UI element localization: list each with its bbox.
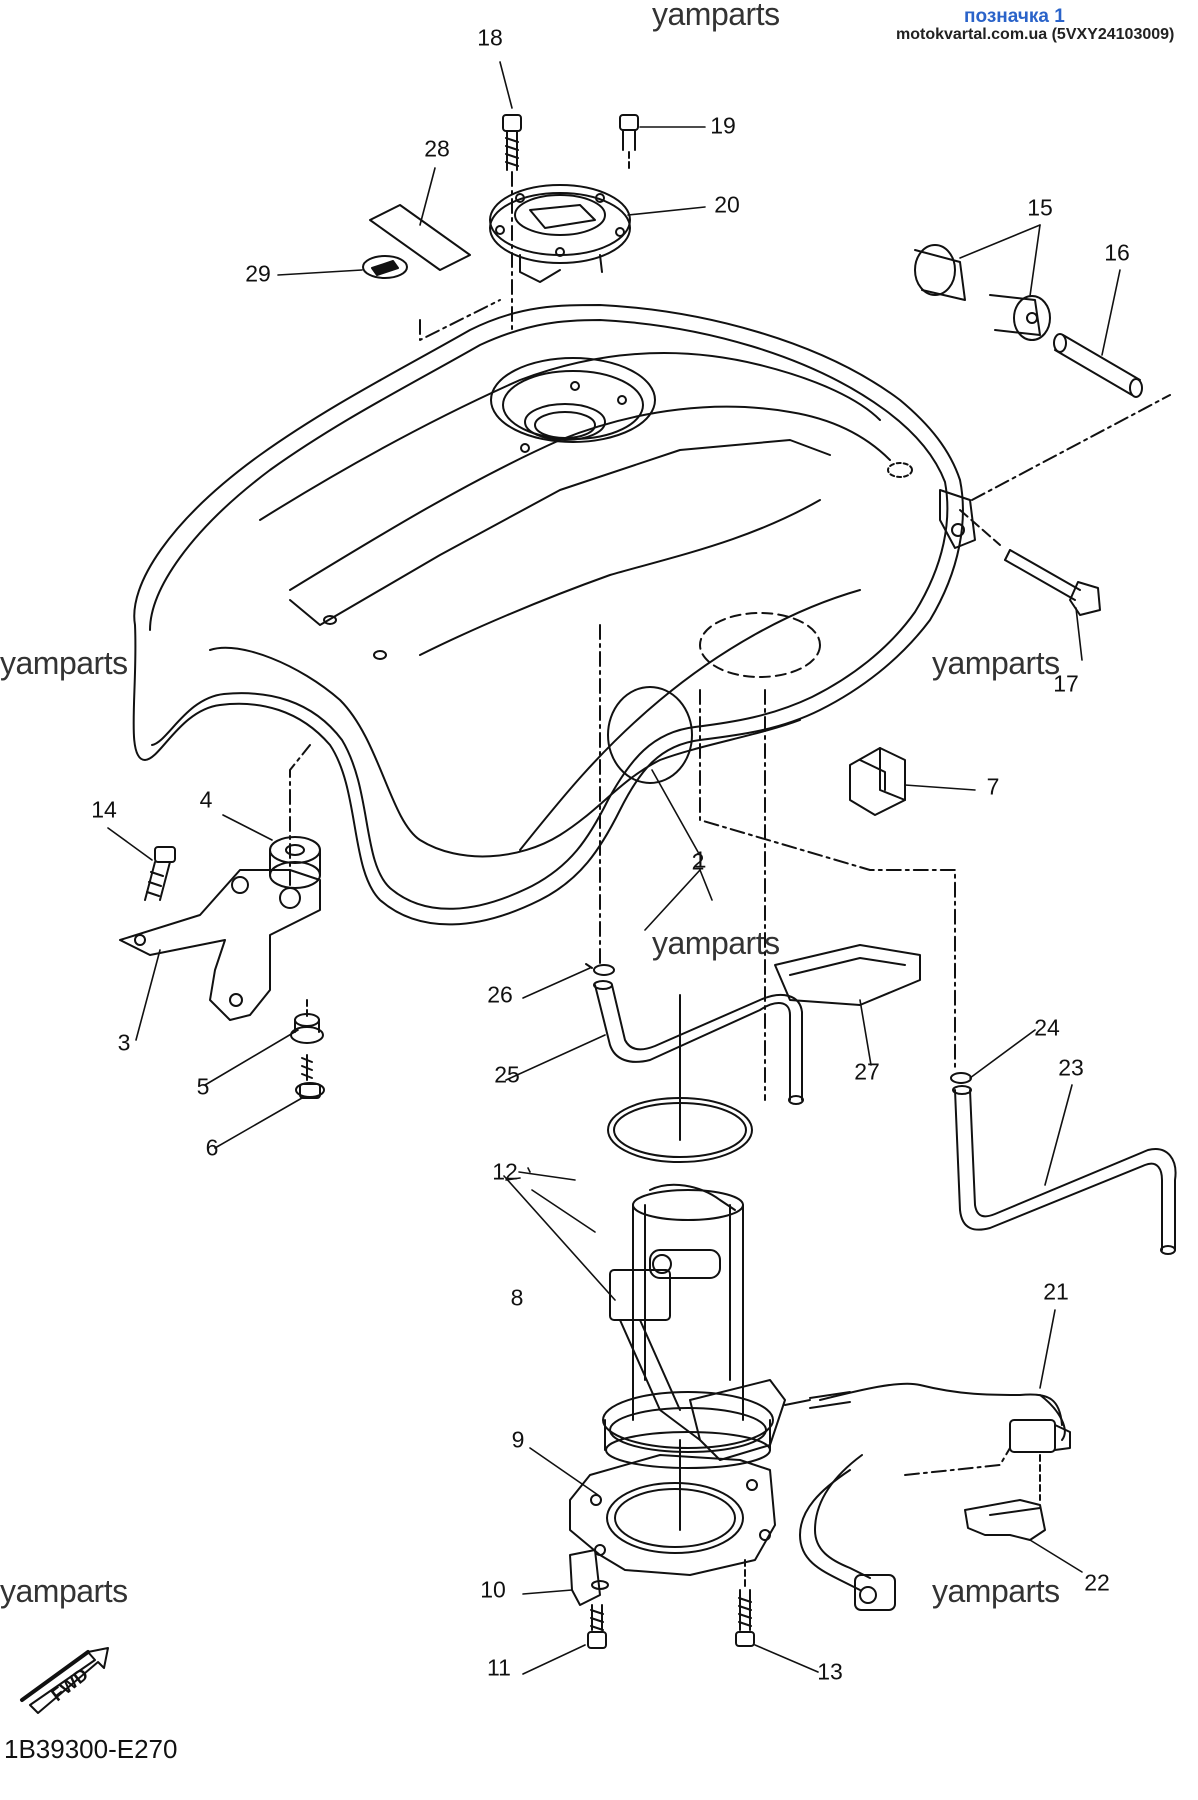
pad-27 — [774, 944, 921, 1006]
callout-27: 27 — [854, 1058, 880, 1085]
warning-label-28 — [369, 204, 501, 341]
callout-29: 29 — [245, 260, 271, 287]
assembly-line-23 — [699, 689, 956, 1071]
bolt-18 — [502, 114, 522, 331]
bolt-13 — [735, 1559, 755, 1647]
clip-24 — [950, 1072, 972, 1084]
hose-23 — [952, 1085, 1177, 1255]
watermark-center: yamparts — [652, 925, 780, 961]
clip-26 — [585, 963, 615, 976]
o-ring-12 — [607, 994, 753, 1163]
callout-24: 24 — [1034, 1014, 1060, 1041]
damper-7 — [849, 747, 906, 816]
diagram-code: 1B39300-E270 — [4, 1734, 178, 1764]
callout-1: 1 — [693, 846, 707, 873]
assembly-line-15-16 — [971, 394, 1171, 501]
callout-5: 5 — [196, 1073, 210, 1100]
watermark-right-bottom: yamparts — [932, 1573, 1060, 1609]
bolt-17 — [959, 509, 1101, 616]
assembly-line-4 — [289, 744, 311, 886]
caution-label-29 — [362, 255, 408, 279]
callout-18: 18 — [477, 24, 503, 51]
collar-5 — [290, 1013, 324, 1044]
callout-16: 16 — [1104, 239, 1130, 266]
bolt-11 — [587, 1604, 607, 1649]
callout-26: 26 — [487, 981, 513, 1008]
watermark-left-mid: yamparts — [0, 645, 128, 681]
callout-12: 12 — [492, 1158, 518, 1185]
collar-16 — [1053, 333, 1143, 398]
callout-15: 15 — [1027, 194, 1053, 221]
watermark-right-mid: yamparts — [932, 645, 1060, 681]
header-subtitle: motokvartal.com.ua (5VXY24103009) — [896, 26, 1175, 43]
hose-25 — [593, 980, 804, 1105]
callout-28: 28 — [424, 135, 450, 162]
fuel-hose-21 — [799, 1382, 1071, 1611]
header-title: позначка 1 — [964, 6, 1065, 27]
callout-23: 23 — [1058, 1054, 1084, 1081]
callout-11: 11 — [487, 1654, 511, 1681]
watermark-left-bottom: yamparts — [0, 1573, 128, 1609]
bolt-19 — [619, 114, 639, 171]
watermark-top: yamparts — [652, 0, 780, 32]
callout-2: 2 — [691, 848, 705, 875]
callout-17: 17 — [1053, 670, 1079, 697]
plate-9 — [569, 1439, 776, 1576]
assembly-line-21 — [904, 1447, 1011, 1476]
callout-20: 20 — [714, 191, 740, 218]
callout-4: 4 — [199, 786, 213, 813]
fuel-tank — [132, 304, 976, 926]
callout-14: 14 — [91, 796, 117, 823]
callout-8: 8 — [510, 1284, 524, 1311]
bolt-14 — [144, 846, 176, 901]
callout-25: 25 — [494, 1061, 520, 1088]
bracket-10 — [569, 1549, 609, 1606]
callout-9: 9 — [511, 1426, 525, 1453]
callout-10: 10 — [480, 1576, 506, 1603]
callout-21: 21 — [1043, 1278, 1069, 1305]
callout-6: 6 — [205, 1134, 219, 1161]
bolt-6 — [295, 1054, 325, 1099]
callout-19: 19 — [710, 112, 736, 139]
leader-lines — [107, 61, 1121, 1675]
fuel-pump-8 — [602, 1183, 851, 1469]
fuel-cap-20 — [489, 184, 631, 283]
callout-3: 3 — [117, 1029, 131, 1056]
grommet-4 — [269, 836, 321, 889]
callout-22: 22 — [1084, 1569, 1110, 1596]
callout-7: 7 — [986, 773, 1000, 800]
fwd-arrow-icon — [20, 1647, 109, 1714]
damper-15 — [914, 244, 1051, 341]
callout-13: 13 — [817, 1658, 843, 1685]
